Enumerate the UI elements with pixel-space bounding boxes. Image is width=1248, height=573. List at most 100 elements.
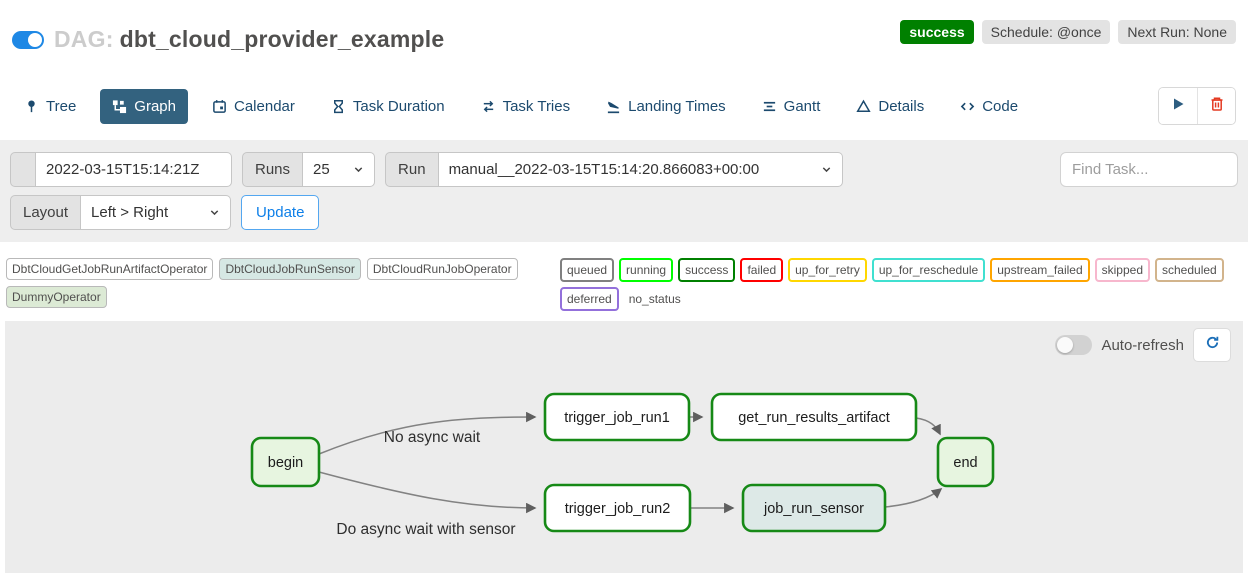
graph-node-begin[interactable]: begin bbox=[250, 436, 321, 488]
layout-select[interactable]: Left > Right bbox=[81, 195, 232, 230]
graph-node-trigger_job_run2[interactable]: trigger_job_run2 bbox=[543, 483, 692, 533]
tab-tree[interactable]: Tree bbox=[12, 89, 88, 124]
chevron-down-icon bbox=[209, 207, 220, 218]
hourglass-icon bbox=[331, 99, 346, 114]
tab-code[interactable]: Code bbox=[948, 89, 1030, 124]
tree-icon bbox=[24, 99, 39, 114]
legend-state-badge: skipped bbox=[1094, 258, 1150, 282]
next-run-badge: Next Run: None bbox=[1118, 20, 1236, 44]
run-select[interactable]: manual__2022-03-15T15:14:20.866083+00:00 bbox=[438, 152, 843, 187]
auto-refresh-toggle[interactable] bbox=[1055, 335, 1093, 355]
calendar-icon bbox=[212, 99, 227, 114]
run-label: Run bbox=[385, 152, 439, 187]
tab-label: Task Tries bbox=[502, 97, 571, 115]
legend-operator-badge: DummyOperator bbox=[6, 286, 107, 308]
tab-task-tries[interactable]: Task Tries bbox=[469, 89, 583, 124]
dag-title-row: DAG:dbt_cloud_provider_example bbox=[12, 26, 444, 53]
edge-label: Do async wait with sensor bbox=[336, 521, 515, 538]
tab-label: Code bbox=[982, 97, 1019, 115]
dag-pause-toggle[interactable] bbox=[12, 30, 44, 49]
gantt-icon bbox=[762, 99, 777, 114]
code-icon bbox=[960, 99, 975, 114]
legend-operator-badge: DbtCloudGetJobRunArtifactOperator bbox=[6, 258, 214, 280]
legend-state-badge: up_for_retry bbox=[788, 258, 867, 282]
tab-label: Details bbox=[878, 97, 925, 115]
base-date-input[interactable] bbox=[36, 152, 232, 187]
layout-value: Left > Right bbox=[91, 204, 169, 221]
layout-label: Layout bbox=[10, 195, 82, 230]
tab-gantt[interactable]: Gantt bbox=[750, 89, 833, 124]
update-button[interactable]: Update bbox=[241, 195, 320, 230]
calendar-button[interactable] bbox=[10, 152, 38, 189]
tab-landing-times[interactable]: Landing Times bbox=[594, 89, 738, 124]
trigger-dag-button[interactable] bbox=[1159, 88, 1197, 124]
task-node-box[interactable] bbox=[741, 483, 887, 533]
play-icon bbox=[1170, 96, 1186, 117]
task-node-label: job_run_sensor bbox=[763, 501, 864, 517]
status-badge[interactable]: success bbox=[900, 20, 974, 44]
view-tabbar: Tree Graph Calendar Task Duration Task Tries… bbox=[0, 84, 1248, 128]
edge-begin-to-trigger_job_run1 bbox=[318, 411, 537, 455]
delete-dag-button[interactable] bbox=[1197, 88, 1235, 124]
legend-state-badge: running bbox=[619, 258, 674, 282]
edge-get_run_results_artifact-to-end bbox=[915, 417, 941, 436]
task-node-label: get_run_results_artifact bbox=[738, 410, 890, 426]
task-node-box[interactable] bbox=[710, 392, 918, 442]
legend-state-badge: deferred bbox=[560, 287, 619, 311]
task-node-label: trigger_job_run2 bbox=[565, 501, 671, 517]
legend-operator-badge: DbtCloudJobRunSensor bbox=[219, 258, 361, 280]
run-select-group: Run manual__2022-03-15T15:14:20.866083+0… bbox=[385, 152, 843, 187]
chevron-down-icon bbox=[821, 164, 832, 175]
tab-graph[interactable]: Graph bbox=[100, 88, 188, 124]
runs-label: Runs bbox=[242, 152, 304, 187]
legend-state-badge: upstream_failed bbox=[990, 258, 1090, 282]
dag-name: dbt_cloud_provider_example bbox=[119, 26, 445, 52]
auto-refresh-controls: Auto-refresh bbox=[1055, 328, 1231, 362]
graph-node-trigger_job_run1[interactable]: trigger_job_run1 bbox=[543, 392, 691, 442]
tab-label: Calendar bbox=[234, 97, 295, 115]
legend-state-badge: failed bbox=[740, 258, 784, 282]
tab-label: Tree bbox=[46, 97, 77, 115]
graph-node-job_run_sensor[interactable]: job_run_sensor bbox=[741, 483, 887, 533]
trash-icon bbox=[1209, 96, 1225, 117]
tab-label: Gantt bbox=[783, 97, 821, 115]
tabs: Tree Graph Calendar Task Duration Task Tries… bbox=[12, 88, 1030, 124]
base-date-group bbox=[10, 152, 232, 189]
tab-calendar[interactable]: Calendar bbox=[200, 89, 307, 124]
task-node-box[interactable] bbox=[543, 392, 691, 442]
graph-node-end[interactable]: end bbox=[936, 436, 995, 488]
tab-label: Graph bbox=[134, 97, 176, 115]
task-node-box[interactable] bbox=[543, 483, 692, 533]
legend-state-badge: up_for_reschedule bbox=[871, 258, 986, 282]
repeat-icon bbox=[481, 99, 496, 114]
layout-group: Layout Left > Right bbox=[10, 195, 232, 230]
legend-operator-badge: DbtCloudRunJobOperator bbox=[366, 258, 518, 280]
tab-task-duration[interactable]: Task Duration bbox=[319, 89, 457, 124]
task-node-box[interactable] bbox=[250, 436, 321, 488]
edge-label: No async wait bbox=[384, 429, 481, 446]
graph-node-get_run_results_artifact[interactable]: get_run_results_artifact bbox=[710, 392, 918, 442]
dag-prefix: DAG: bbox=[54, 26, 114, 52]
find-task-input[interactable] bbox=[1060, 152, 1238, 187]
header-badges: success Schedule: @once Next Run: None bbox=[900, 20, 1236, 44]
schedule-badge[interactable]: Schedule: @once bbox=[981, 20, 1111, 44]
legend-state-badge: success bbox=[678, 258, 736, 282]
dag-header: DAG:dbt_cloud_provider_example success S… bbox=[0, 0, 1248, 64]
tab-label: Task Duration bbox=[352, 97, 445, 115]
details-icon bbox=[856, 99, 871, 114]
num-runs-value: 25 bbox=[313, 161, 330, 178]
task-node-box[interactable] bbox=[936, 436, 995, 488]
task-node-label: trigger_job_run1 bbox=[564, 410, 670, 426]
task-node-label: begin bbox=[268, 455, 303, 471]
refresh-button[interactable] bbox=[1193, 328, 1231, 362]
edge-begin-to-trigger_job_run2 bbox=[318, 471, 537, 514]
tab-details[interactable]: Details bbox=[844, 89, 936, 124]
legend-state-badge: scheduled bbox=[1155, 258, 1224, 282]
num-runs-select[interactable]: 25 bbox=[303, 152, 376, 187]
legend-state-badge: no_status bbox=[628, 292, 681, 306]
dag-graph: No async wait Do async wait with sensor be… bbox=[250, 392, 995, 538]
auto-refresh-label: Auto-refresh bbox=[1101, 336, 1184, 354]
dag-action-buttons bbox=[1158, 87, 1236, 125]
